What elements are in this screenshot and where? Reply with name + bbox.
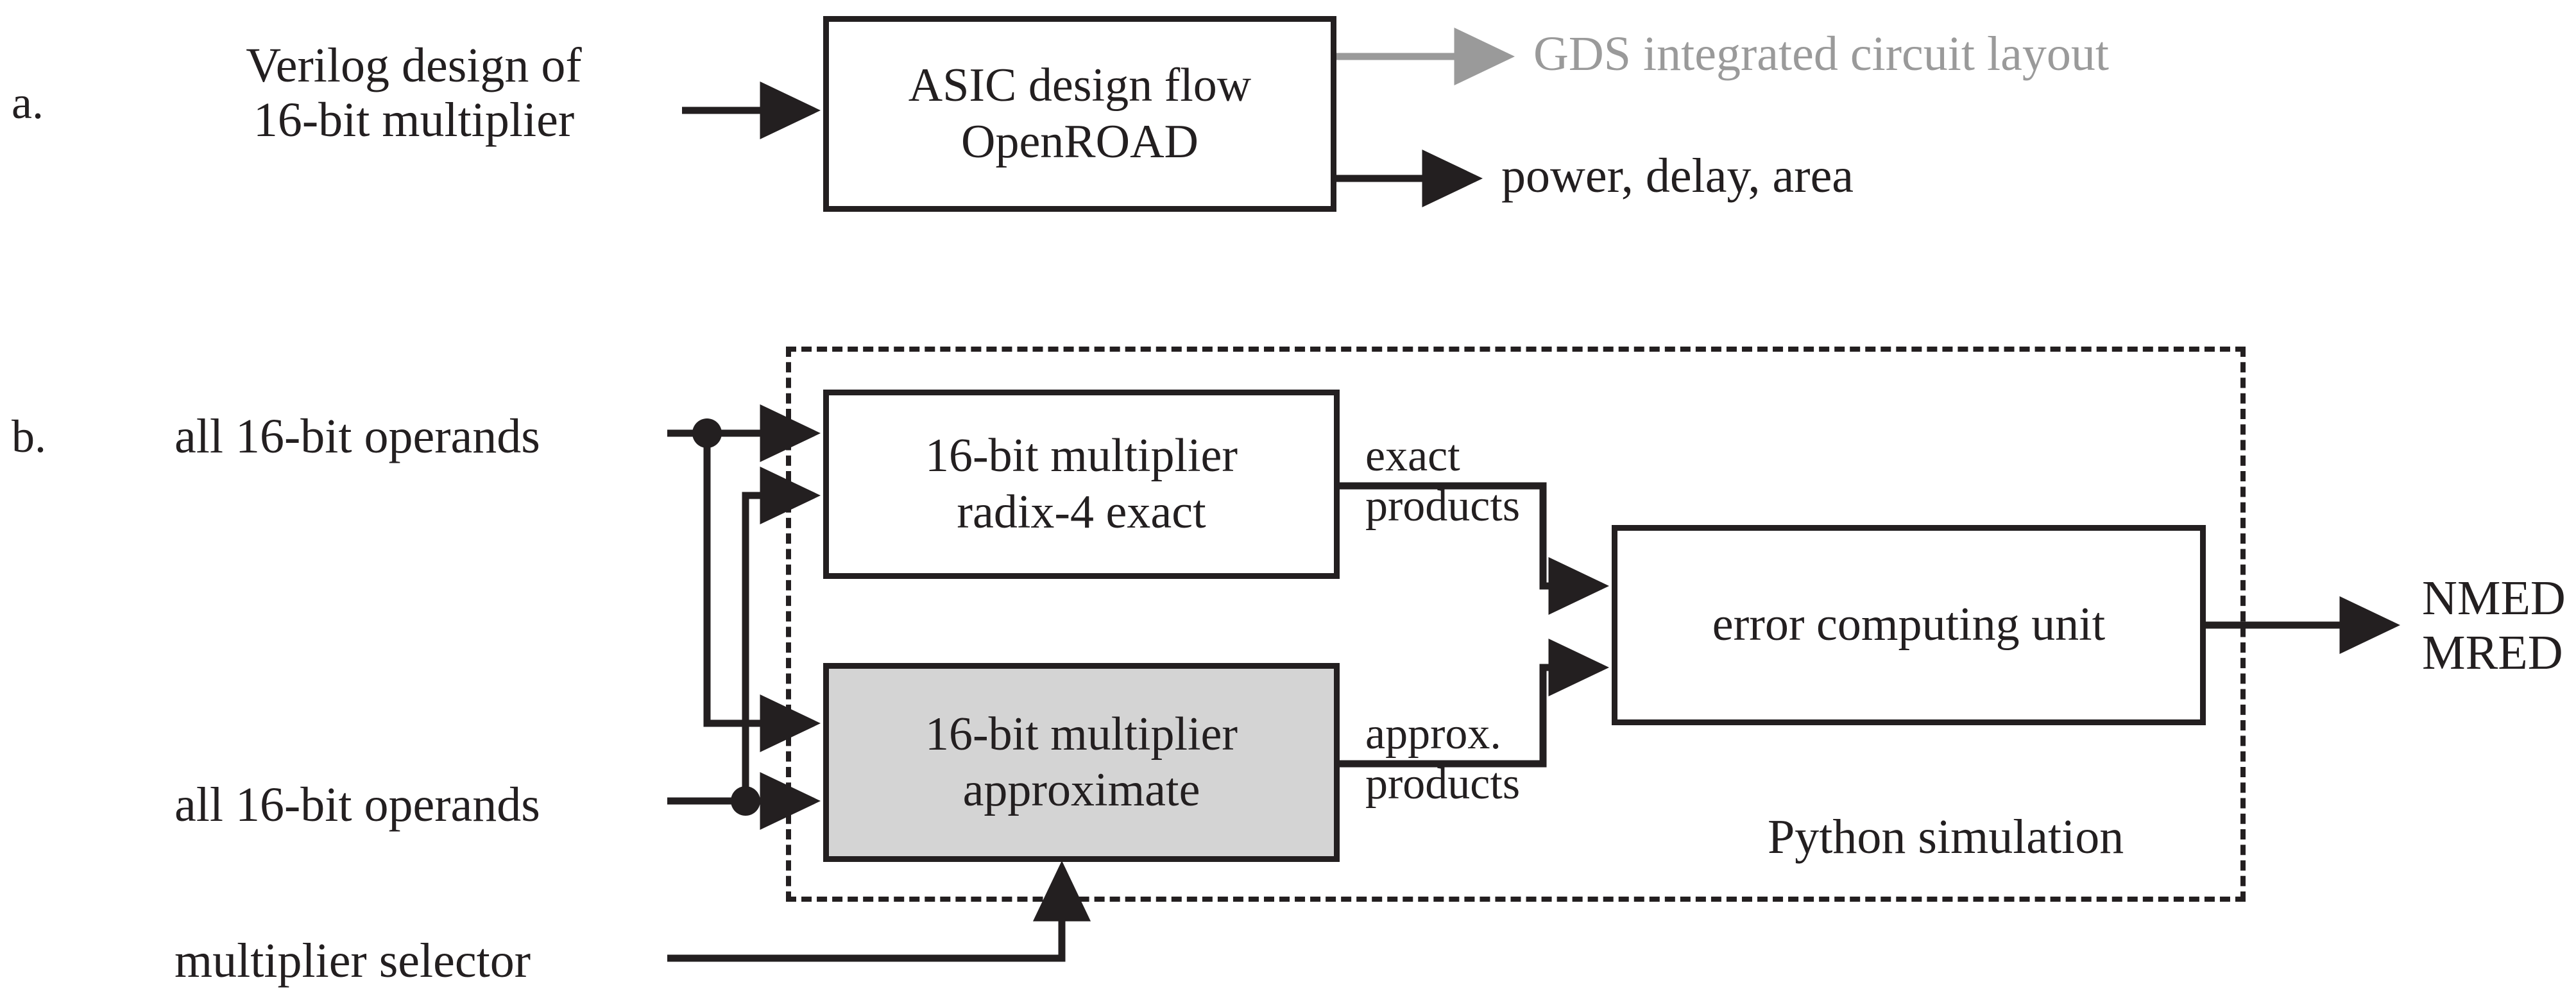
- panel-a-input-label: Verilog design of 16-bit multiplier: [246, 39, 582, 148]
- panel-b-letter: b.: [12, 411, 46, 462]
- junction-dot-bottom: [731, 786, 760, 816]
- nmed-mred-output-label: NMED MRED: [2422, 571, 2566, 680]
- panel-a-letter: a.: [12, 77, 44, 128]
- python-simulation-label: Python simulation: [1768, 810, 2124, 864]
- multiplier-selector-label: multiplier selector: [175, 934, 531, 988]
- operands-input-label-1: all 16-bit operands: [175, 409, 540, 463]
- exact-products-edge-label: exact products: [1365, 431, 1521, 531]
- error-computing-unit-label: error computing unit: [1712, 598, 2106, 651]
- approx-products-edge-label: approx. products: [1365, 709, 1521, 809]
- junction-dot-top: [692, 418, 722, 448]
- exact-multiplier-box[interactable]: 16-bit multiplier radix-4 exact: [823, 390, 1340, 579]
- gds-output-label: GDS integrated circuit layout: [1533, 27, 2109, 81]
- exact-multiplier-label: 16-bit multiplier radix-4 exact: [925, 429, 1238, 538]
- approximate-multiplier-label: 16-bit multiplier approximate: [925, 707, 1238, 816]
- approximate-multiplier-box[interactable]: 16-bit multiplier approximate: [823, 663, 1340, 862]
- error-computing-unit-box[interactable]: error computing unit: [1612, 525, 2206, 725]
- pda-output-label: power, delay, area: [1501, 149, 1854, 203]
- operands-input-label-2: all 16-bit operands: [175, 778, 540, 832]
- asic-design-flow-label: ASIC design flow OpenROAD: [908, 59, 1252, 168]
- asic-design-flow-box[interactable]: ASIC design flow OpenROAD: [823, 16, 1336, 212]
